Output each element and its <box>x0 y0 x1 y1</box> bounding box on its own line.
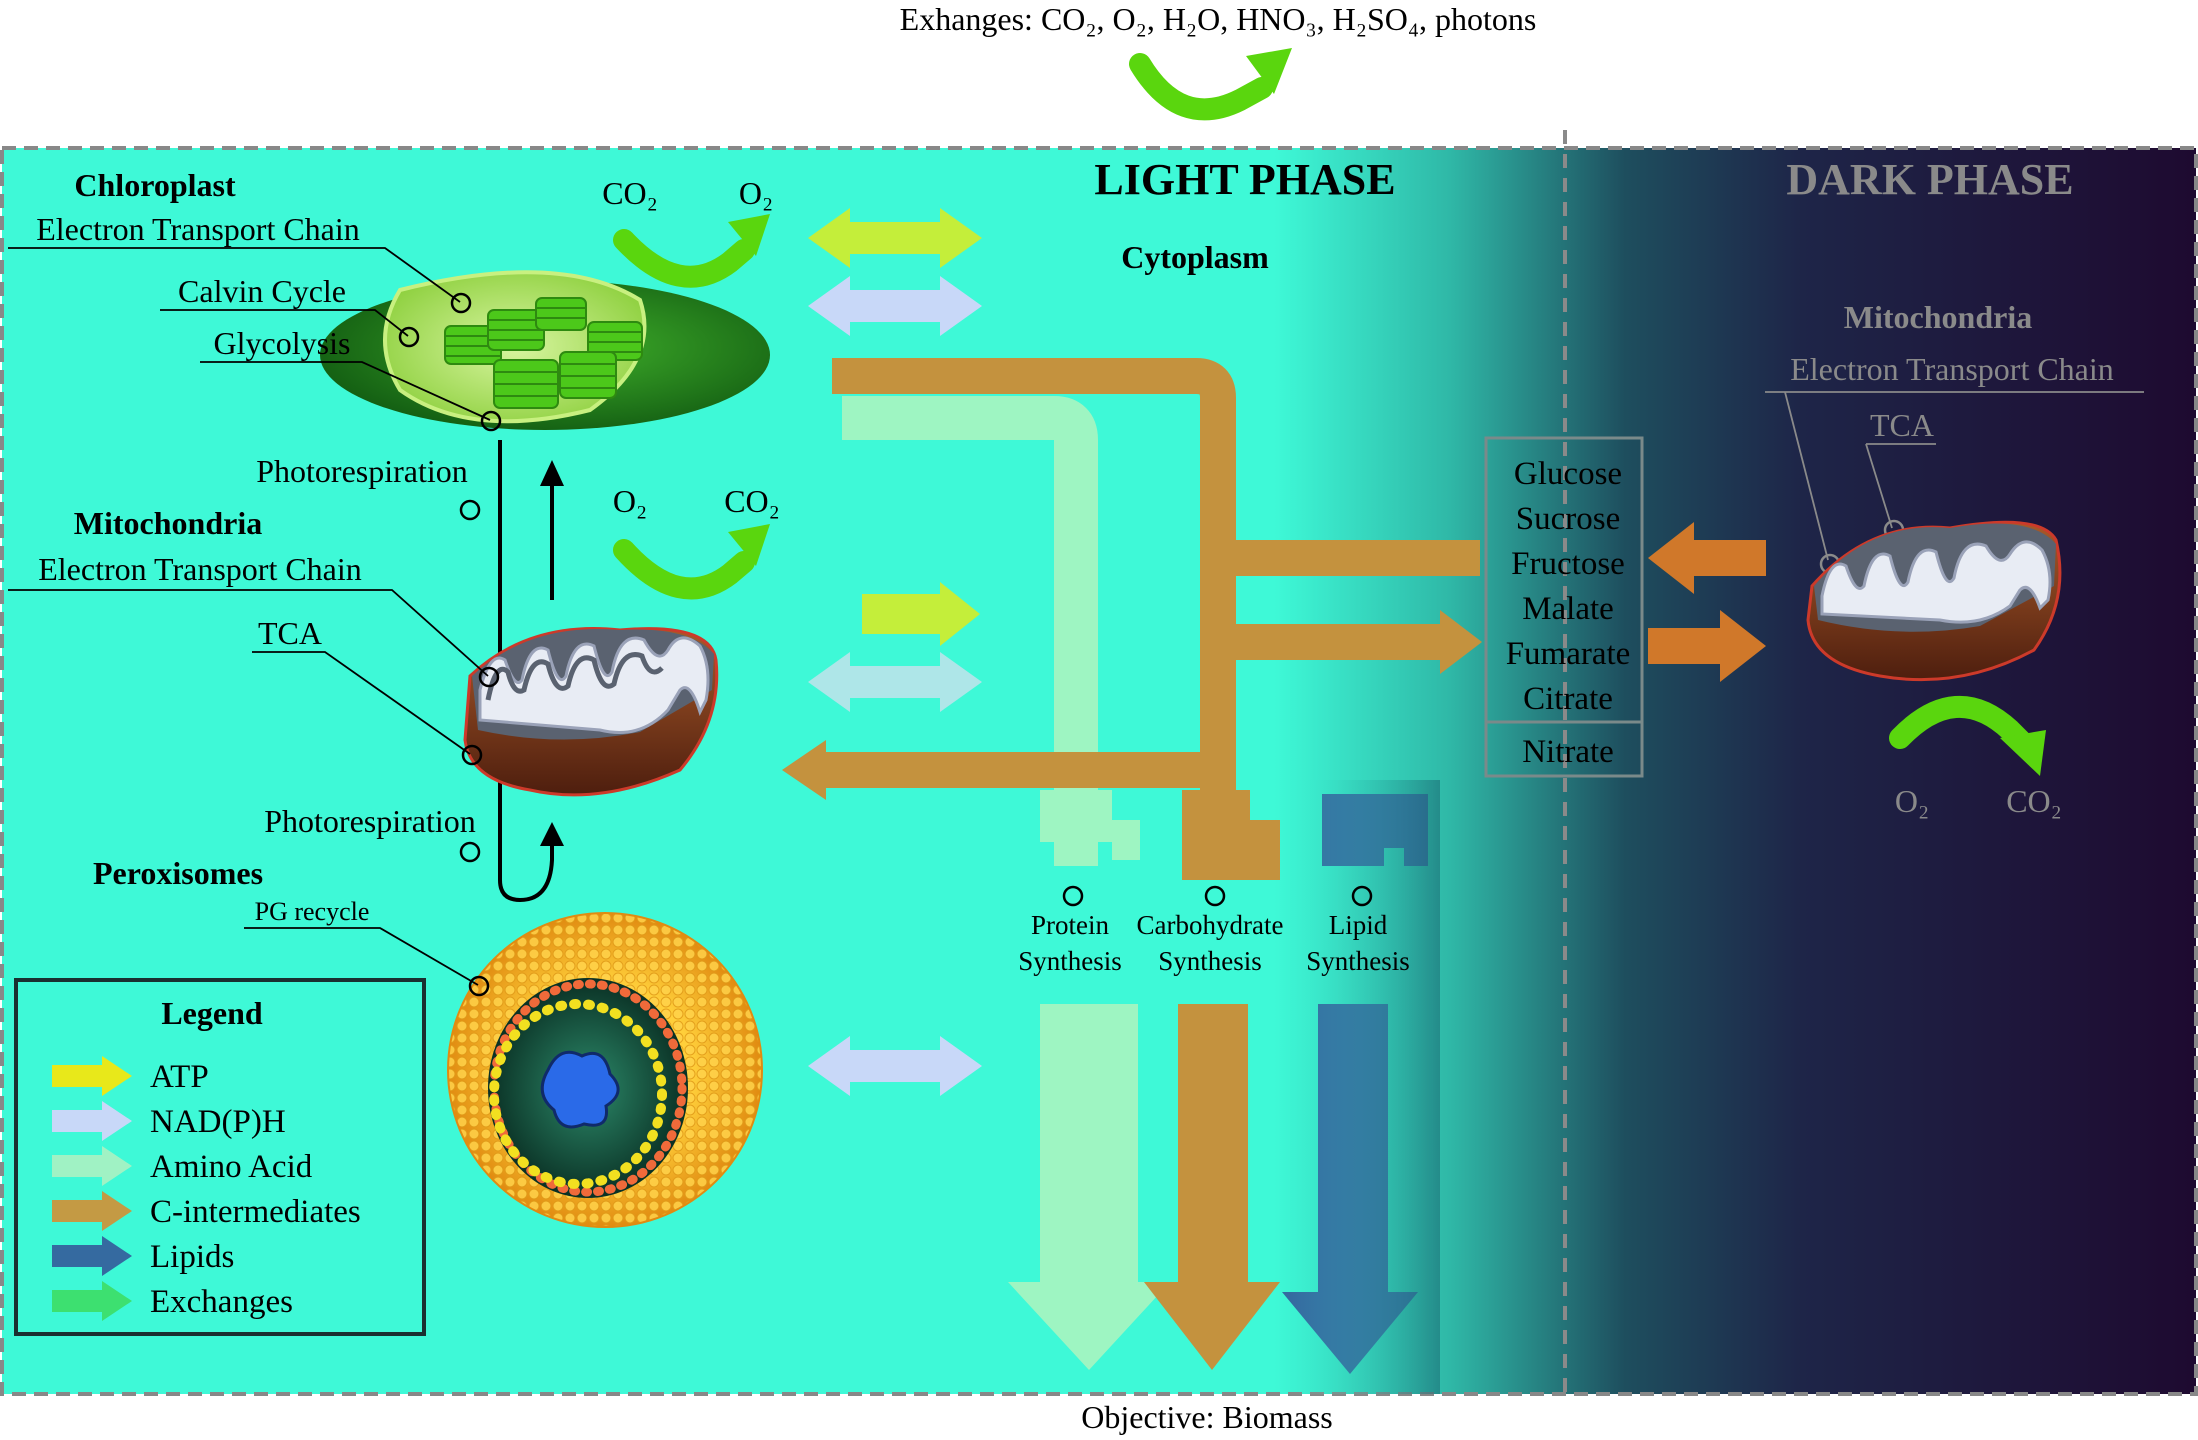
chloroplast-title: Chloroplast <box>74 167 236 203</box>
top-exchanges-text: Exhanges: CO₂, O₂, H₂O, HNO₃, H₂SO₄, pho… <box>900 1 1537 37</box>
chloroplast-gas-in: CO₂ <box>602 175 658 211</box>
carb-synthesis-marker <box>1204 885 1226 907</box>
top-exchange-arrow <box>1129 48 1292 121</box>
photorespiration-top-label: Photorespiration <box>256 453 468 489</box>
metabolite-3: Malate <box>1522 591 1614 627</box>
glycolysis-label: Glycolysis <box>214 325 351 361</box>
dark-exchange-arrow <box>1889 696 2046 776</box>
legend-item: Exchanges <box>52 1281 293 1321</box>
lipid-synthesis-marker <box>1351 885 1373 907</box>
mitochondria-etc-label: Electron Transport Chain <box>38 551 362 587</box>
lipid-synthesis-label-2: Synthesis <box>1306 946 1410 976</box>
dark-mitochondria-gas-out: CO₂ <box>2006 783 2062 819</box>
cytoplasm-label: Cytoplasm <box>1121 239 1269 275</box>
dark-mitochondria-title: Mitochondria <box>1844 299 2032 335</box>
legend-swatch-arrow <box>52 1101 132 1141</box>
nadph-double-arrow-top <box>808 276 982 336</box>
light-phase-title: LIGHT PHASE <box>1094 155 1395 204</box>
metabolite-1: Sucrose <box>1516 501 1620 537</box>
legend-swatch-arrow <box>52 1056 132 1096</box>
nadph-double-arrow-middle <box>808 652 982 712</box>
dark-mitochondria-gas-in: O₂ <box>1895 783 1929 819</box>
legend-label: Exchanges <box>150 1284 293 1320</box>
mitochondria-leader-lines <box>8 589 500 766</box>
legend-item: NAD(P)H <box>52 1101 286 1141</box>
mitochondria-gas-out: CO₂ <box>724 483 780 519</box>
legend-box: Legend ATP NAD(P)H Amino AcidC-intermediat… <box>14 978 426 1336</box>
metabolite-4: Fumarate <box>1506 636 1631 672</box>
photorespiration-top-marker <box>459 499 481 521</box>
tca-label: TCA <box>258 615 322 651</box>
metabolite-2: Fructose <box>1511 546 1625 582</box>
peroxisomes-title: Peroxisomes <box>93 855 263 891</box>
lipid-synthesis-label-1: Lipid <box>1329 910 1388 940</box>
legend-swatch-arrow <box>52 1191 132 1231</box>
legend-label: Amino Acid <box>150 1149 313 1185</box>
protein-synthesis-marker <box>1062 885 1084 907</box>
chloroplast-exchange-arrow <box>613 214 770 288</box>
protein-synthesis-label-1: Protein <box>1031 910 1109 940</box>
amino-acid-flow <box>842 396 1170 1370</box>
carb-synthesis-label-1: Carbohydrate <box>1137 910 1284 940</box>
mitochondria-title: Mitochondria <box>74 505 262 541</box>
carb-synthesis-label-2: Synthesis <box>1158 946 1262 976</box>
atp-double-arrow-top <box>808 208 982 268</box>
calvin-cycle-label: Calvin Cycle <box>178 273 346 309</box>
phase-border <box>0 146 2198 1396</box>
metabolite-5: Citrate <box>1523 681 1613 717</box>
synthesis-labels: Protein Synthesis Carbohydrate Synthesis… <box>1018 885 1410 976</box>
legend-item: C-intermediates <box>52 1191 361 1231</box>
pg-recycle-label: PG recycle <box>255 897 370 926</box>
chloroplast-gas-out: O₂ <box>739 175 773 211</box>
dark-mitochondria-organelle <box>1806 520 2062 682</box>
storage-exchange-arrows <box>1648 522 1766 682</box>
nitrate-label: Nitrate <box>1522 734 1614 770</box>
dark-phase-title: DARK PHASE <box>1786 155 2073 204</box>
c-intermediates-flow <box>782 358 1482 1370</box>
photorespiration-bottom-marker <box>459 841 481 863</box>
protein-synthesis-label-2: Synthesis <box>1018 946 1122 976</box>
mitochondria-organelle <box>463 626 719 797</box>
legend-label: ATP <box>150 1059 209 1095</box>
legend-title: Legend <box>161 995 263 1031</box>
legend-label: Lipids <box>150 1239 234 1275</box>
legend-items: ATP NAD(P)H Amino AcidC-intermediatesLipid… <box>52 1056 361 1321</box>
chloroplast-leader-lines <box>8 247 502 432</box>
mitochondria-gas-in: O₂ <box>613 483 647 519</box>
chloroplast-organelle <box>320 270 770 430</box>
legend-label: NAD(P)H <box>150 1104 286 1140</box>
thylakoid-stacks <box>444 297 643 409</box>
metabolite-0: Glucose <box>1514 456 1622 492</box>
legend-swatch-arrow <box>52 1146 132 1186</box>
dark-mitochondria-etc-label: Electron Transport Chain <box>1790 351 2114 387</box>
photorespiration-bottom-label: Photorespiration <box>264 803 476 839</box>
objective-label: Objective: Biomass <box>1081 1399 1333 1435</box>
storage-box: Glucose Sucrose Fructose Malate Fumarate… <box>1484 436 1644 778</box>
flow-fade <box>1290 780 1440 1394</box>
dark-tca-label: TCA <box>1870 407 1934 443</box>
legend-label: C-intermediates <box>150 1194 361 1230</box>
legend-item: Amino Acid <box>52 1146 313 1186</box>
mitochondria-exchange-arrow <box>613 524 770 600</box>
atp-arrow-middle <box>862 582 980 646</box>
peroxisome-leader-line <box>244 927 490 997</box>
legend-swatch-arrow <box>52 1281 132 1321</box>
legend-item: Lipids <box>52 1236 234 1276</box>
peroxisome-organelle <box>447 912 763 1228</box>
legend-item: ATP <box>52 1056 209 1096</box>
nadph-double-arrow-bottom <box>808 1036 982 1096</box>
legend-swatch-arrow <box>52 1236 132 1276</box>
chloroplast-etc-label: Electron Transport Chain <box>36 211 360 247</box>
